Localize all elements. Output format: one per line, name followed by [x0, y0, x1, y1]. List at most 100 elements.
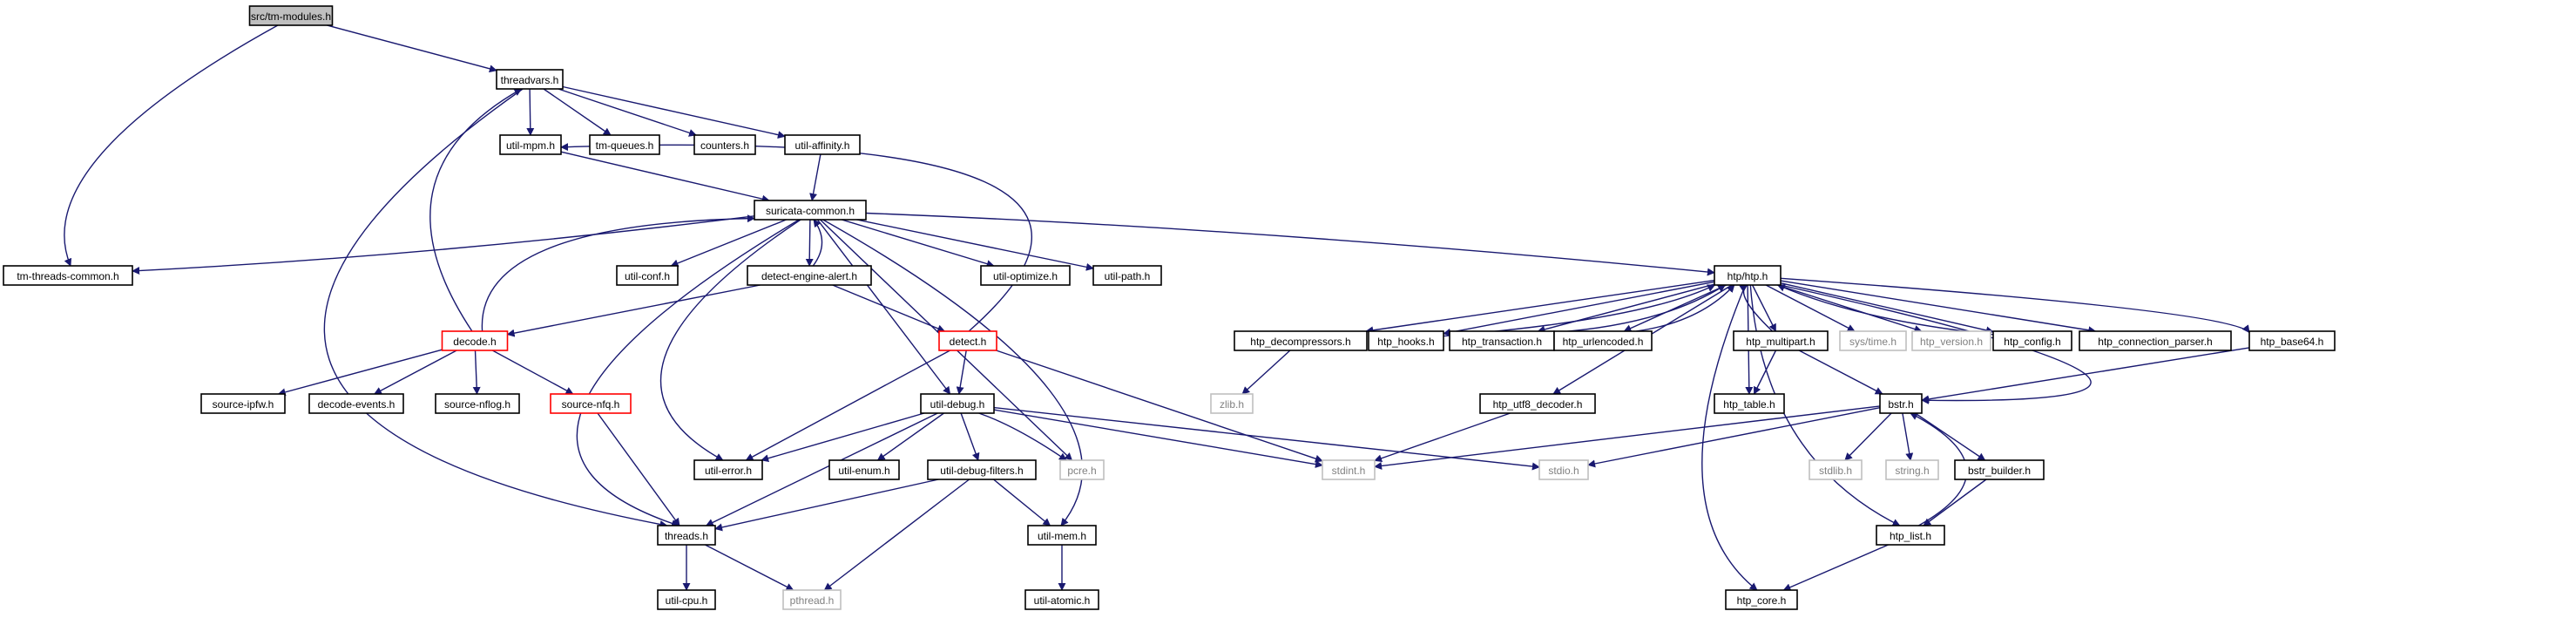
edge-decode-to-decode-events	[374, 350, 457, 395]
node-label: util-mem.h	[1038, 530, 1086, 542]
edge-util-debug-to-stdint	[993, 409, 1323, 468]
edge-detect-engine-alert-to-decode	[506, 284, 761, 337]
node-decode[interactable]: decode.h	[441, 330, 509, 351]
node-label: util-enum.h	[838, 465, 889, 477]
node-htp_urlencoded[interactable]: htp_urlencoded.h	[1553, 330, 1653, 351]
node-htp_core[interactable]: htp_core.h	[1725, 589, 1798, 610]
node-label: detect-engine-alert.h	[761, 270, 857, 282]
node-label: suricata-common.h	[766, 205, 855, 217]
edge-util-debug-to-pcre	[978, 412, 1067, 461]
node-htp_hooks[interactable]: htp_hooks.h	[1368, 330, 1444, 351]
node-util-mpm[interactable]: util-mpm.h	[499, 134, 562, 155]
node-label: util-cpu.h	[666, 594, 708, 607]
node-source-nfq[interactable]: source-nfq.h	[550, 393, 632, 414]
node-label: source-nfq.h	[562, 398, 620, 411]
node-box	[2079, 330, 2232, 351]
edge-suricata-common-to-util-debug	[816, 219, 951, 395]
node-tm-threads-common[interactable]: tm-threads-common.h	[3, 265, 133, 286]
node-label: util-error.h	[705, 465, 752, 477]
node-source-nflog[interactable]: source-nflog.h	[435, 393, 520, 414]
node-util-debug[interactable]: util-debug.h	[920, 393, 995, 414]
edge-htp-to-htp_base64	[1780, 277, 2250, 334]
node-label: pthread.h	[790, 594, 835, 607]
node-htp_decompressors[interactable]: htp_decompressors.h	[1234, 330, 1368, 351]
edge-bstr-to-stdlib	[1844, 412, 1892, 461]
node-bstr_builder[interactable]: bstr_builder.h	[1954, 459, 2045, 480]
edge-util-affinity-to-suricata-common	[809, 153, 821, 201]
node-label: detect.h	[950, 336, 987, 348]
node-box	[1553, 330, 1653, 351]
edge-htp_hooks-to-htp	[1443, 284, 1716, 337]
node-box	[1885, 459, 1939, 480]
node-label: util-debug.h	[930, 398, 985, 411]
edge-htp-to-htp_multipart	[1751, 284, 1777, 332]
node-util-mem[interactable]: util-mem.h	[1027, 525, 1097, 546]
node-label: htp_table.h	[1723, 398, 1775, 411]
node-box	[747, 265, 872, 286]
node-htp_utf8_decoder[interactable]: htp_utf8_decoder.h	[1479, 393, 1596, 414]
node-util-affinity[interactable]: util-affinity.h	[784, 134, 861, 155]
node-htp[interactable]: htp/htp.h	[1714, 265, 1782, 286]
edge-htp_multipart-to-htp_table	[1753, 350, 1777, 395]
node-util-path[interactable]: util-path.h	[1092, 265, 1162, 286]
node-label: htp_utf8_decoder.h	[1493, 398, 1583, 411]
node-detect[interactable]: detect.h	[938, 330, 997, 351]
edge-util-mpm-to-suricata-common	[560, 151, 770, 203]
node-util-error[interactable]: util-error.h	[693, 459, 763, 480]
node-label: string.h	[1895, 465, 1929, 477]
edge-htp_base64-to-bstr	[1921, 347, 2250, 404]
node-bstr[interactable]: bstr.h	[1879, 393, 1923, 414]
edge-bstr-to-string	[1902, 412, 1914, 461]
node-decode-events[interactable]: decode-events.h	[308, 393, 404, 414]
edge-threadvars-to-counters	[558, 88, 697, 137]
node-util-cpu[interactable]: util-cpu.h	[657, 589, 716, 610]
node-detect-engine-alert[interactable]: detect-engine-alert.h	[747, 265, 872, 286]
node-label: util-mpm.h	[506, 139, 555, 152]
node-htp_transaction[interactable]: htp_transaction.h	[1449, 330, 1555, 351]
node-counters[interactable]: counters.h	[693, 134, 756, 155]
node-util-atomic[interactable]: util-atomic.h	[1024, 589, 1099, 610]
edge-util-debug-to-util-debug-filters	[960, 412, 980, 461]
node-box	[496, 69, 564, 90]
node-box	[1322, 459, 1376, 480]
node-label: htp_base64.h	[2261, 336, 2324, 348]
node-util-conf[interactable]: util-conf.h	[616, 265, 679, 286]
node-util-optimize[interactable]: util-optimize.h	[980, 265, 1071, 286]
node-htp_list[interactable]: htp_list.h	[1876, 525, 1945, 546]
node-htp_connection_parser[interactable]: htp_connection_parser.h	[2079, 330, 2232, 351]
node-source-ipfw[interactable]: source-ipfw.h	[200, 393, 286, 414]
node-string: string.h	[1885, 459, 1939, 480]
node-tm-modules[interactable]: src/tm-modules.h	[248, 5, 334, 26]
node-threadvars[interactable]: threadvars.h	[496, 69, 564, 90]
node-label: htp_config.h	[2004, 336, 2060, 348]
node-htp_multipart[interactable]: htp_multipart.h	[1733, 330, 1829, 351]
node-util-debug-filters[interactable]: util-debug-filters.h	[927, 459, 1037, 480]
node-box	[1092, 265, 1162, 286]
node-tm-queues[interactable]: tm-queues.h	[589, 134, 660, 155]
node-box	[784, 134, 861, 155]
node-box	[499, 134, 562, 155]
edge-bstr-to-bstr_builder	[1915, 412, 1986, 461]
edge-detect-to-stdint	[996, 350, 1323, 463]
node-util-enum[interactable]: util-enum.h	[828, 459, 900, 480]
node-suricata-common[interactable]: suricata-common.h	[754, 200, 867, 221]
node-box	[1368, 330, 1444, 351]
node-layer: src/tm-modules.h threadvars.h util-mpm.h tm…	[3, 5, 2336, 610]
node-htp_base64[interactable]: htp_base64.h	[2248, 330, 2336, 351]
node-box	[927, 459, 1037, 480]
node-box	[754, 200, 867, 221]
node-htp_table[interactable]: htp_table.h	[1714, 393, 1785, 414]
edge-threadvars-to-threads	[323, 88, 668, 528]
node-htp_config[interactable]: htp_config.h	[1992, 330, 2072, 351]
node-label: src/tm-modules.h	[251, 10, 331, 23]
node-label: stdio.h	[1548, 465, 1579, 477]
edge-htp-to-htp_config	[1780, 282, 1994, 335]
node-label: threadvars.h	[501, 74, 559, 86]
node-threads[interactable]: threads.h	[657, 525, 716, 546]
node-label: util-debug-filters.h	[940, 465, 1023, 477]
edge-detect-engine-alert-to-detect	[832, 284, 946, 333]
node-box	[980, 265, 1071, 286]
edge-suricata-common-to-util-optimize	[841, 219, 995, 268]
edge-util-debug-filters-to-threads	[714, 479, 939, 532]
edge-source-nfq-to-threads	[597, 412, 680, 526]
